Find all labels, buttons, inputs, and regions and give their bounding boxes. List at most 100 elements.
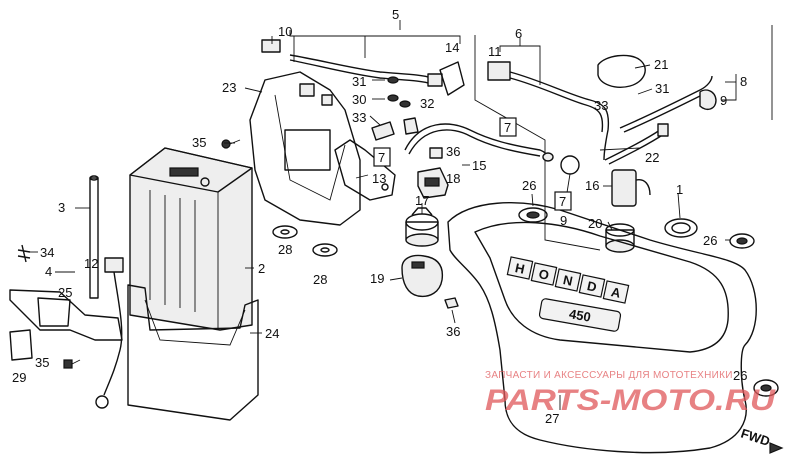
boxed-callout-c-text: 7 bbox=[559, 194, 566, 209]
badge-letter-1: H bbox=[514, 260, 526, 277]
callout-5: 5 bbox=[392, 7, 399, 22]
callout-36a: 36 bbox=[446, 144, 460, 159]
callout-11: 11 bbox=[488, 44, 502, 59]
clamp-left bbox=[371, 121, 395, 141]
badge-tile-3: N bbox=[554, 268, 582, 292]
callout-25: 25 bbox=[58, 285, 72, 300]
battery bbox=[129, 147, 253, 331]
bolt-upper bbox=[221, 139, 241, 149]
wire-22 bbox=[604, 123, 669, 165]
callout-22: 22 bbox=[645, 150, 659, 165]
grommet-26-b bbox=[729, 233, 755, 249]
callout-10: 10 bbox=[278, 24, 292, 39]
callout-27: 27 bbox=[545, 411, 559, 426]
nut-30 bbox=[387, 94, 399, 102]
badge-letter-5: A bbox=[610, 284, 623, 301]
callout-26c: 26 bbox=[733, 368, 747, 383]
turn-signal-relay bbox=[401, 254, 444, 298]
callout-12: 12 bbox=[84, 256, 98, 271]
grommet-1 bbox=[664, 218, 698, 238]
watermark: ЗАПЧАСТИ И АКСЕССУАРЫ ДЛЯ МОТОТЕХНИКИ PA… bbox=[485, 370, 777, 417]
callout-18: 18 bbox=[446, 171, 460, 186]
side-cover bbox=[447, 202, 757, 454]
boxed-callout-c: 7 bbox=[554, 191, 572, 211]
callout-34: 34 bbox=[40, 245, 54, 260]
group-bracket-lines bbox=[474, 25, 773, 251]
wire-harness bbox=[487, 61, 610, 161]
starter-relay bbox=[417, 167, 449, 199]
callout-28b: 28 bbox=[313, 272, 327, 287]
callout-13: 13 bbox=[372, 171, 386, 186]
leader-lines bbox=[28, 20, 737, 410]
callout-20: 20 bbox=[588, 216, 602, 231]
pin bbox=[17, 244, 31, 263]
callout-21: 21 bbox=[654, 57, 668, 72]
callout-36b: 36 bbox=[446, 324, 460, 339]
callout-16: 16 bbox=[585, 178, 599, 193]
bracket-plate bbox=[439, 61, 465, 96]
wire-lead bbox=[619, 75, 717, 133]
callout-31b: 31 bbox=[655, 81, 669, 96]
grommet-26-a bbox=[518, 207, 548, 223]
watermark-logo: PARTS-MOTO.RU bbox=[485, 384, 777, 417]
boxed-callouts: 7 7 7 bbox=[373, 117, 572, 211]
callout-15: 15 bbox=[472, 158, 486, 173]
badge-tile-1: H bbox=[506, 256, 534, 280]
callout-9b: 9 bbox=[560, 213, 567, 228]
battery-box bbox=[249, 71, 361, 226]
harness-cover bbox=[597, 54, 646, 88]
unit-20 bbox=[605, 223, 635, 253]
grommet-a bbox=[272, 225, 298, 239]
callout-29: 29 bbox=[12, 370, 26, 385]
callout-32: 32 bbox=[420, 96, 434, 111]
clamp-right bbox=[403, 117, 419, 135]
grommet-b bbox=[312, 243, 338, 257]
callout-26b: 26 bbox=[703, 233, 717, 248]
badge-tile-5: A bbox=[602, 280, 630, 304]
regulator bbox=[611, 169, 651, 207]
callout-23: 23 bbox=[222, 80, 236, 95]
emblem-number: 450 bbox=[568, 306, 592, 325]
badge-letter-4: D bbox=[586, 278, 598, 295]
relay-wire bbox=[261, 39, 443, 87]
callout-30: 30 bbox=[352, 92, 366, 107]
clip-36-upper bbox=[429, 147, 443, 159]
callout-14: 14 bbox=[445, 40, 459, 55]
boxed-callout-a-text: 7 bbox=[504, 120, 511, 135]
breather-tube bbox=[89, 175, 99, 299]
callout-35b: 35 bbox=[192, 135, 206, 150]
callout-2: 2 bbox=[258, 261, 265, 276]
boxed-callout-a: 7 bbox=[499, 117, 517, 137]
callout-3: 3 bbox=[58, 200, 65, 215]
fwd-indicator: FWD bbox=[739, 426, 784, 454]
callout-31a: 31 bbox=[352, 74, 366, 89]
callout-26a: 26 bbox=[522, 178, 536, 193]
callout-8: 8 bbox=[740, 74, 747, 89]
watermark-subtitle: ЗАПЧАСТИ И АКСЕССУАРЫ ДЛЯ МОТОТЕХНИКИ bbox=[485, 370, 733, 381]
battery-holder-plate bbox=[9, 289, 123, 341]
callout-28a: 28 bbox=[278, 242, 292, 257]
callout-4: 4 bbox=[45, 264, 52, 279]
starter-cable bbox=[404, 123, 554, 162]
callout-33b: 33 bbox=[594, 98, 608, 113]
clip-36-lower bbox=[444, 297, 459, 309]
callout-1: 1 bbox=[676, 182, 683, 197]
washer-31 bbox=[387, 76, 399, 84]
callout-17: 17 bbox=[415, 193, 429, 208]
boxed-callout-b-text: 7 bbox=[378, 150, 385, 165]
badge-tile-2: O bbox=[530, 262, 558, 286]
battery-cable bbox=[95, 257, 124, 409]
washer-32 bbox=[399, 100, 411, 108]
bolt-left bbox=[63, 359, 81, 369]
callouts: 1 2 3 4 5 6 8 9 9 10 11 12 13 14 15 16 1… bbox=[12, 7, 747, 426]
callout-33a: 33 bbox=[352, 110, 366, 125]
rubber-cover bbox=[9, 329, 33, 361]
badge-tile-4: D bbox=[578, 274, 606, 298]
emblem: 450 bbox=[538, 298, 622, 332]
battery-case bbox=[127, 284, 259, 421]
badge: H O N D A bbox=[506, 256, 630, 304]
callout-24: 24 bbox=[265, 326, 279, 341]
fwd-label: FWD bbox=[739, 426, 772, 449]
badge-letter-3: N bbox=[562, 272, 574, 289]
